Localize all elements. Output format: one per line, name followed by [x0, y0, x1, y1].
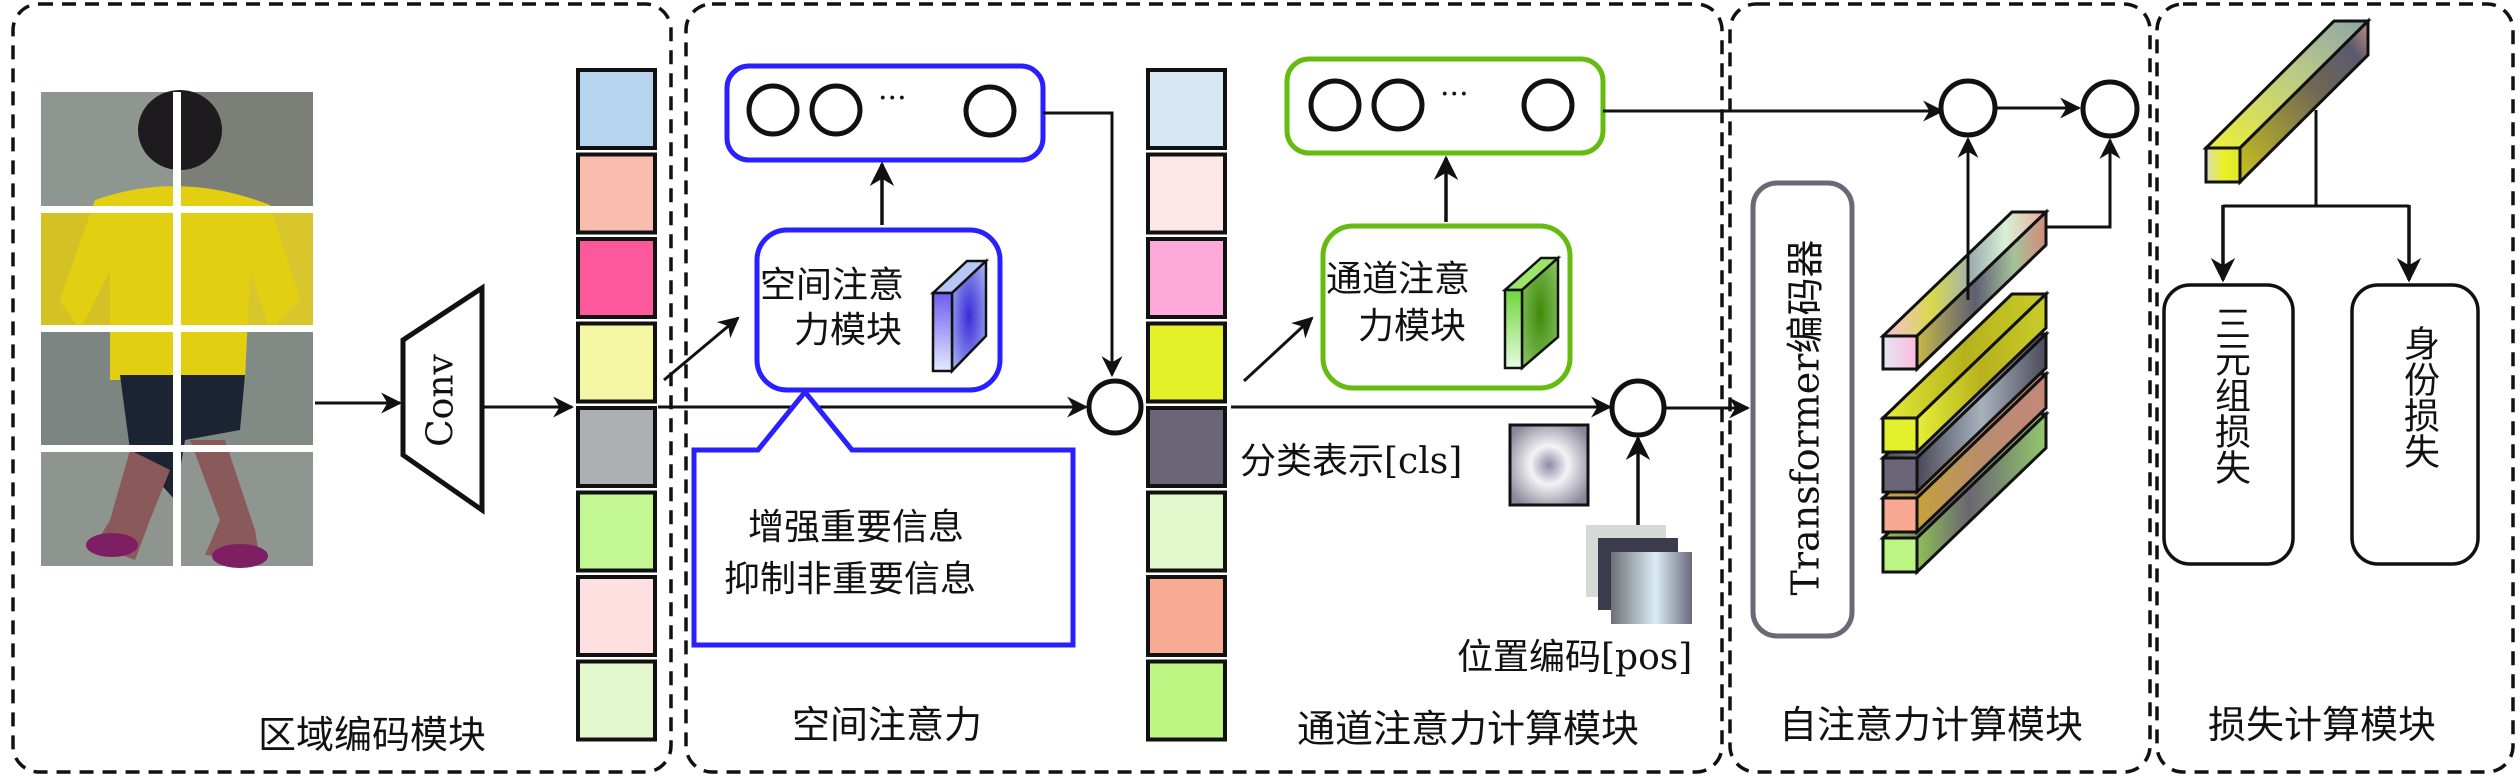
- transformer-encoder-label: Transformer编码器: [1783, 239, 1828, 596]
- panel-title-channel-attention: 通道注意力计算模块: [1297, 707, 1640, 751]
- arrow-cls-to-node2: [2046, 137, 2121, 229]
- channel-cube-icon: [1501, 255, 1562, 371]
- channel-weight-circles: [1308, 78, 1575, 132]
- panel-border-attention: [684, 2, 1724, 774]
- pedestrian-image-grid: [41, 90, 313, 568]
- spatial-weights-ellipsis: ···: [878, 81, 907, 116]
- spatial-vector-cell: [1146, 321, 1227, 404]
- channel-weights-box: [1284, 56, 1606, 156]
- person-leg-left: [95, 450, 170, 560]
- spatial-vector-cell: [1146, 68, 1227, 150]
- patch-token-bar: [1879, 290, 2050, 456]
- person-leg-right: [190, 440, 260, 560]
- merge-node-position: [1609, 378, 1667, 438]
- spatial-vector-cell: [1146, 490, 1227, 573]
- cls-token-icon: [1508, 423, 1590, 507]
- position-embedding-icon: [1586, 525, 1692, 624]
- id-loss-label: 身份损失: [2398, 325, 2439, 469]
- person-shoe-left: [86, 533, 138, 557]
- spatial-callout-line1: 增强重要信息: [748, 507, 965, 548]
- final-feature-bar: [2202, 17, 2372, 186]
- region-vector-cell: [576, 406, 657, 488]
- feature-vector-spatial: [1146, 68, 1227, 742]
- triplet-loss-label: 三元组损失: [2209, 305, 2250, 485]
- panel-title-region-encoding: 区域编码模块: [258, 713, 487, 757]
- panel-title-spatial-attention: 空间注意力: [792, 703, 983, 747]
- arrow-spatial-weights-to-merge: [1043, 111, 1123, 378]
- spatial-module-label-line2: 力模块: [794, 310, 903, 351]
- region-vector-cell: [576, 490, 657, 573]
- fusion-node-1: [1938, 78, 1998, 138]
- channel-module-label-line2: 力模块: [1358, 306, 1467, 347]
- panel-border-loss: [2155, 2, 2515, 774]
- channel-module-label-line1: 通道注意: [1326, 259, 1471, 300]
- spatial-vector-cell: [1146, 152, 1227, 235]
- channel-weights-ellipsis: ···: [1440, 77, 1469, 112]
- region-vector-cell: [576, 575, 657, 657]
- person-shoe-right: [212, 544, 268, 568]
- panel-title-self-attention: 自注意力计算模块: [1779, 703, 2084, 747]
- region-vector-cell: [576, 659, 657, 742]
- conv-block: [400, 283, 485, 515]
- arrow-to-channel-module: [1242, 316, 1314, 383]
- conv-label: Conv: [420, 354, 462, 447]
- spatial-weight-circles: [746, 83, 1017, 138]
- region-vector-cell: [576, 237, 657, 319]
- triplet-loss-box: [2162, 283, 2295, 566]
- grid-separator: [41, 325, 313, 332]
- merge-node-spatial: [1086, 378, 1144, 436]
- panel-border-self-attention: [1728, 2, 2152, 774]
- region-vector-cell: [576, 152, 657, 235]
- arrow-to-spatial-module: [663, 316, 740, 382]
- cls-token-label: 分类表示[cls]: [1240, 441, 1463, 482]
- spatial-callout-line2: 抑制非重要信息: [724, 559, 977, 600]
- region-vector-cell: [576, 68, 657, 150]
- panel-title-loss: 损失计算模块: [2208, 703, 2437, 747]
- region-vector-cell: [576, 321, 657, 404]
- feature-vector-region: [576, 68, 657, 742]
- transformer-encoder-box: [1750, 180, 1855, 639]
- spatial-vector-cell: [1146, 406, 1227, 488]
- position-embedding-label: 位置编码[pos]: [1457, 637, 1693, 678]
- token-output-bars: [1879, 208, 2050, 576]
- cls-token-bar: [1879, 208, 2050, 373]
- spatial-module-label-line1: 空间注意: [760, 265, 905, 306]
- fusion-node-2: [2080, 79, 2140, 139]
- spatial-cube-icon: [929, 258, 990, 375]
- spatial-vector-cell: [1146, 659, 1227, 742]
- grid-separator: [41, 206, 313, 213]
- spatial-vector-cell: [1146, 575, 1227, 657]
- grid-separator: [41, 445, 313, 452]
- id-loss-box: [2350, 283, 2480, 566]
- spatial-callout-box: [691, 388, 1076, 648]
- panel-border-region-encoding: [11, 2, 673, 774]
- spatial-vector-cell: [1146, 237, 1227, 319]
